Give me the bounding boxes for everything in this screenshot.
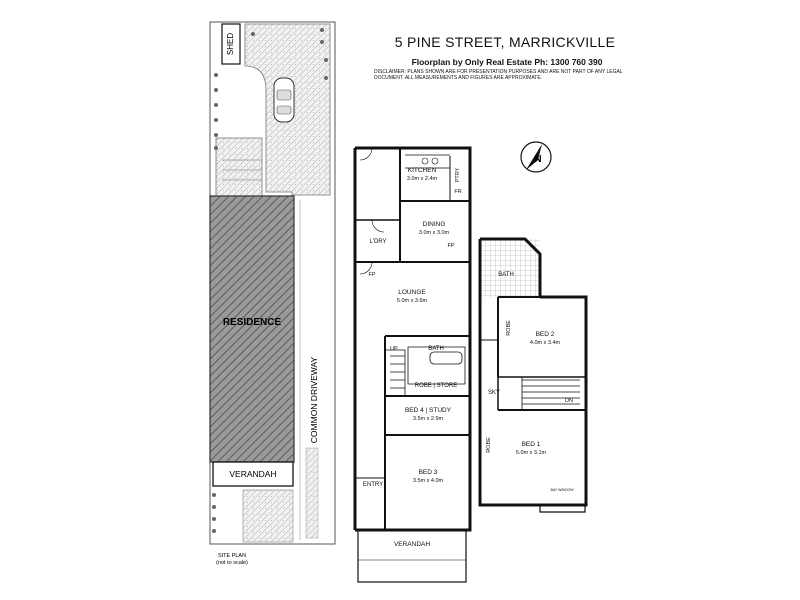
verandah-block <box>212 461 294 487</box>
site-plan-scale-note: (not to scale) <box>216 560 248 566</box>
bed2-label: BED 2 <box>536 331 555 338</box>
bed3-dims: 3.5m x 4.0m <box>413 478 444 484</box>
kitchen-label: KITCHEN <box>408 167 437 174</box>
tree-markers <box>212 28 328 533</box>
steps-marks <box>222 159 262 181</box>
laundry-label: L'DRY <box>369 239 386 245</box>
car-icon <box>273 77 295 123</box>
compass-label: N <box>534 154 541 165</box>
dining-label: DINING <box>423 221 446 228</box>
site-plan-caption: SITE PLAN <box>218 553 246 559</box>
site-verandah-label: VERANDAH <box>229 469 276 479</box>
bed2-dims: 4.0m x 3.4m <box>530 340 561 346</box>
dining-fireplace-label: FP <box>447 243 454 249</box>
skylight-label: SKY <box>488 390 500 396</box>
entry-label: ENTRY <box>363 482 383 488</box>
residence-label: RESIDENCE <box>223 317 282 328</box>
robe-store-label: ROBE | STORE <box>415 383 457 389</box>
ground-floor-labels: KITCHEN 3.0m x 2.4m PTRY FR DINING 3.0m … <box>363 167 462 548</box>
residence-block <box>209 195 295 463</box>
lounge-dims: 5.0m x 3.6m <box>397 298 428 304</box>
ground-floor-plan <box>353 146 472 583</box>
bed4-dims: 3.5m x 2.9m <box>413 416 444 422</box>
bed1-robe-label: ROBE <box>486 437 492 453</box>
side-paving <box>215 137 263 197</box>
first-floor-labels: BATH ROBE BED 2 4.0m x 3.4m SKY DN ROBE … <box>486 272 574 492</box>
upper-bath-label: BATH <box>498 272 514 278</box>
front-garden <box>242 489 294 543</box>
bed1-label: BED 1 <box>522 441 541 448</box>
compass-icon: N <box>520 141 552 173</box>
ground-bath-label: BATH <box>428 346 444 352</box>
first-floor-plan <box>478 237 588 513</box>
disclaimer-text: DISCLAIMER: PLANS SHOWN ARE FOR PRESENTA… <box>374 69 623 81</box>
lounge-label: LOUNGE <box>398 289 426 296</box>
site-plan: SHED RESIDENCE VERANDAH COMMON DRIVEWAY … <box>209 21 336 566</box>
front-strip <box>305 447 319 539</box>
stairs-up-label: UP <box>390 346 398 352</box>
bed4-label: BED 4 | STUDY <box>405 407 452 414</box>
bed3-label: BED 3 <box>419 469 438 476</box>
shed-label: SHED <box>226 33 235 55</box>
stairs-down-label: DN <box>565 398 573 404</box>
kitchen-dims: 3.0m x 2.4m <box>407 176 438 182</box>
pantry-label: PTRY <box>455 167 461 182</box>
bed1-dims: 5.0m x 3.1m <box>516 450 547 456</box>
page-title: 5 PINE STREET, MARRICKVILLE <box>394 34 616 50</box>
lounge-fireplace-label: FP <box>368 272 375 278</box>
shed-structure <box>221 23 241 65</box>
fridge-label: FR <box>454 189 461 195</box>
ground-verandah-label: VERANDAH <box>394 541 430 548</box>
agency-credit: Floorplan by Only Real Estate Ph: 1300 7… <box>411 57 603 67</box>
dining-dims: 3.0m x 3.0m <box>419 230 450 236</box>
driveway-label: COMMON DRIVEWAY <box>309 356 319 443</box>
bay-window-label: BAY WINDOW <box>550 488 574 492</box>
bed2-robe-label: ROBE <box>506 320 512 336</box>
